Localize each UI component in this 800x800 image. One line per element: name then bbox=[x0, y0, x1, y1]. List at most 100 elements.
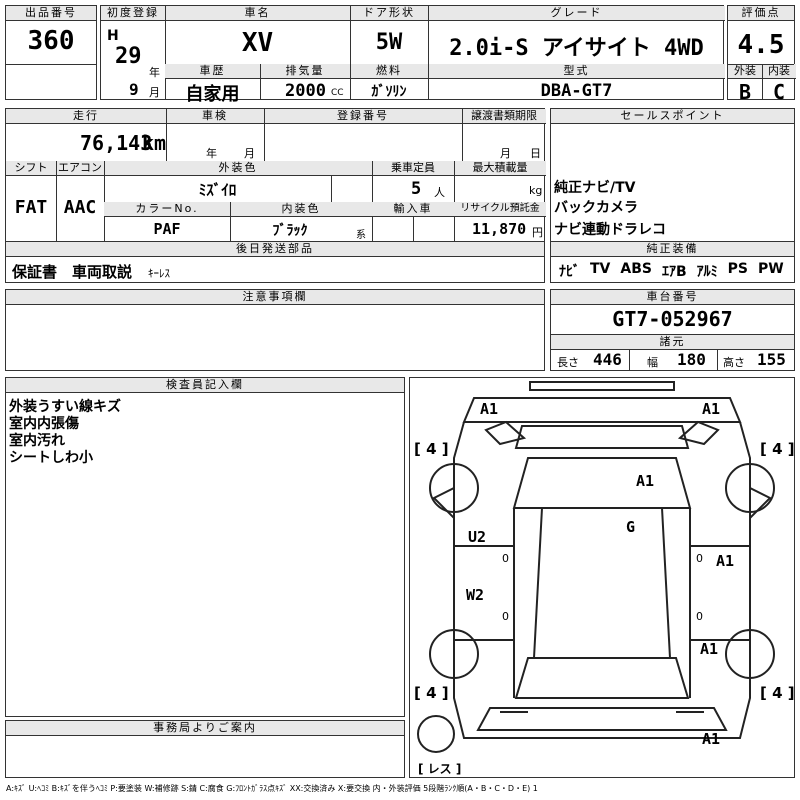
displacement: 2000 bbox=[285, 81, 326, 101]
lot-box: 出品番号 360 bbox=[5, 5, 97, 100]
windshield bbox=[512, 457, 692, 509]
history-label: 車歴 bbox=[165, 64, 260, 79]
colorno-label: カラーNo. bbox=[104, 202, 230, 217]
int-label: 内装 bbox=[762, 64, 796, 79]
year-unit: 年 bbox=[149, 66, 160, 79]
chassis-label: 車台番号 bbox=[551, 290, 794, 305]
mirror-right bbox=[749, 486, 772, 521]
car-outline-svg bbox=[417, 381, 775, 753]
recycle-label: リサイクル預託金 bbox=[454, 202, 546, 217]
era: H bbox=[107, 28, 119, 44]
color-label: 外装色 bbox=[104, 161, 372, 176]
inspector-note: 外装うすい線キズ bbox=[9, 399, 121, 415]
import-label: 輸入車 bbox=[372, 202, 454, 217]
damage-mark: A1 bbox=[716, 552, 735, 570]
capacity: 5 bbox=[411, 179, 422, 199]
mileage-unit: km bbox=[142, 131, 167, 155]
transfer-month-unit: 月 bbox=[500, 147, 511, 160]
tire-rear-left bbox=[429, 629, 479, 679]
reg-month: 9 bbox=[129, 80, 139, 99]
score-label: 評価点 bbox=[728, 6, 794, 21]
intcolor-label: 内装色 bbox=[230, 202, 372, 217]
ext-grade: B bbox=[738, 80, 752, 104]
damage-legend: A:ｷｽﾞ U:ﾍｺﾐ B:ｷｽﾞを伴うﾍｺﾐ P:要塗装 W:補修跡 S:錆 … bbox=[6, 784, 538, 793]
damage-mark: G bbox=[626, 518, 636, 536]
chassis-number: GT7-052967 bbox=[612, 307, 733, 331]
chassis-box: 車台番号 GT7-052967 諸元 長さ 446 幅 180 高さ 155 bbox=[550, 289, 795, 371]
vehicle-info-box: 初度登録 車名 ドア形状 グレード H 29 年 9 月 XV 5W 2.0i-… bbox=[100, 5, 725, 105]
sales-item: バックカメラ bbox=[554, 200, 638, 216]
office-box: 事務局よりご案内 bbox=[5, 720, 405, 778]
cap-label: 乗車定員 bbox=[372, 161, 454, 176]
inspector-note: シートしわ小 bbox=[9, 450, 93, 466]
fuel: ｶﾞｿﾘﾝ bbox=[371, 84, 407, 100]
shift: FAT bbox=[14, 197, 48, 218]
ext-label: 外装 bbox=[728, 64, 762, 79]
inspector-note: 室内内張傷 bbox=[9, 416, 79, 432]
recycle-fee: 11,870 bbox=[472, 220, 527, 238]
car-name: XV bbox=[241, 28, 274, 58]
tire-depth: [ 4 ] bbox=[414, 684, 449, 702]
inspector-label: 検査員記入欄 bbox=[6, 378, 404, 393]
inspector-box: 検査員記入欄 外装うすい線キズ 室内内張傷 室内汚れ シートしわ小 bbox=[5, 377, 405, 717]
width-label: 幅 bbox=[647, 356, 658, 369]
inspect-year-unit: 年 bbox=[206, 147, 217, 160]
notes-label: 注意事項欄 bbox=[6, 290, 544, 305]
equip-item: PS bbox=[727, 261, 748, 277]
equipment-list: ﾅﾋﾞ TV ABS ｴｱB ｱﾙﾐ PS PW bbox=[559, 261, 784, 281]
load-label: 最大積載量 bbox=[454, 161, 546, 176]
headlight-right bbox=[677, 420, 720, 446]
later-warranty: 保証書 bbox=[12, 263, 58, 281]
month-unit: 月 bbox=[149, 86, 160, 99]
grade-label: グレード bbox=[428, 6, 725, 21]
sales-item: 純正ナビ/TV bbox=[554, 180, 636, 196]
recycle-unit: 円 bbox=[532, 226, 543, 239]
plate-label: 登録番号 bbox=[264, 109, 462, 124]
later-parts-label: 後日発送部品 bbox=[6, 242, 544, 257]
exterior-color: ﾐｽﾞｲﾛ bbox=[198, 181, 237, 199]
lot-label: 出品番号 bbox=[6, 6, 96, 21]
equip-item: ｱﾙﾐ bbox=[696, 264, 718, 280]
damage-mark: A1 bbox=[480, 400, 499, 418]
damage-mark: A1 bbox=[702, 400, 721, 418]
height-label: 高さ bbox=[723, 356, 745, 369]
damage-mark: U2 bbox=[468, 528, 487, 546]
disp-label: 排気量 bbox=[260, 64, 350, 79]
details-box: 走行 車検 登録番号 譲渡書類期限 76,143 km 年 月 月 日 シフト … bbox=[5, 108, 546, 283]
interior-color: ﾌﾞﾗｯｸ bbox=[272, 223, 308, 239]
transfer-day-unit: 日 bbox=[530, 147, 541, 160]
inspect-month-unit: 月 bbox=[244, 147, 255, 160]
width: 180 bbox=[677, 350, 706, 369]
damage-mark: A1 bbox=[700, 640, 719, 658]
mileage: 76,143 bbox=[80, 131, 153, 155]
spare-tire-label: [ レス ] bbox=[418, 762, 462, 776]
bumper-shape bbox=[529, 381, 675, 391]
mirror-left bbox=[432, 486, 455, 521]
zero-mark: 0 bbox=[502, 552, 509, 565]
equip-item: ｴｱB bbox=[661, 264, 687, 280]
door-label: ドア形状 bbox=[350, 6, 428, 21]
length-label: 長さ bbox=[557, 356, 579, 369]
inspector-note: 室内汚れ bbox=[9, 433, 65, 449]
hood bbox=[514, 425, 690, 449]
headlight-left bbox=[484, 420, 527, 446]
grade: 2.0i-S アイサイト 4WD bbox=[449, 36, 704, 61]
office-label: 事務局よりご案内 bbox=[6, 721, 404, 736]
length: 446 bbox=[593, 350, 622, 369]
score-box: 評価点 4.5 外装 内装 B C bbox=[727, 5, 796, 104]
sales-point-box: セールスポイント 純正ナビ/TV バックカメラ ナビ連動ドラレコ 純正装備 ﾅﾋ… bbox=[550, 108, 795, 283]
dims-label: 諸元 bbox=[551, 334, 794, 350]
damage-diagram: A1 A1 A1 G U2 A1 W2 A1 A1 [ 4 ] [ 4 ] [ … bbox=[409, 377, 795, 778]
inspect-label: 車検 bbox=[166, 109, 264, 124]
tire-rear-right bbox=[725, 629, 775, 679]
equip-item: TV bbox=[590, 261, 611, 277]
tire-depth: [ 4 ] bbox=[414, 440, 449, 458]
equip-label: 純正装備 bbox=[551, 242, 794, 257]
int-grade: C bbox=[772, 80, 786, 104]
intcolor-unit: 系 bbox=[356, 230, 366, 241]
model-label: 型式 bbox=[428, 64, 725, 79]
tire-front-left bbox=[429, 463, 479, 513]
sales-item: ナビ連動ドラレコ bbox=[554, 222, 666, 238]
name-label: 車名 bbox=[165, 6, 350, 21]
rear-bumper bbox=[476, 707, 728, 731]
